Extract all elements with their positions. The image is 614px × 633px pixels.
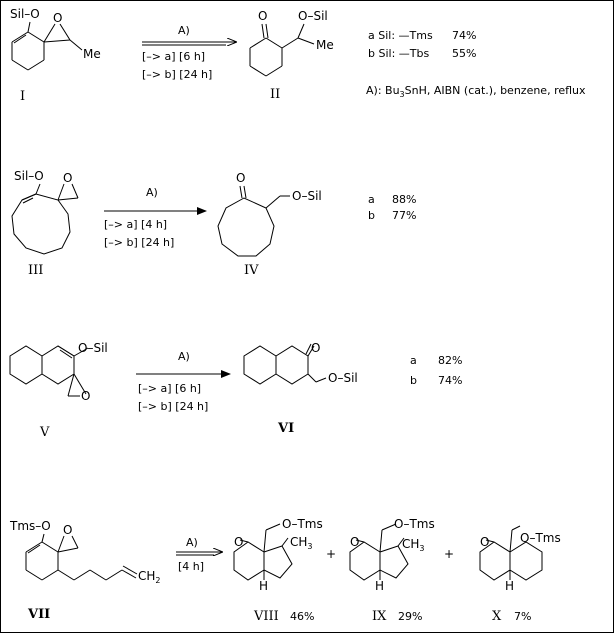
variant-a: a Sil: —Tms [368,29,433,42]
epoxide-oxygen: O [63,171,72,185]
yield-X: 7% [514,610,531,623]
condition: [4 h] [178,560,204,573]
structure-V: O–Sil O V [9,341,108,440]
methyl-label: CH3 [290,535,313,551]
silyl-ether-group: O–Sil [298,9,328,23]
arrow-4: A) [4 h] [176,536,222,573]
yield-b: 74% [438,374,462,387]
reaction-3: O–Sil O V A) [–> a] [6 h] [–> b] [24 h] … [9,341,462,440]
variant-b: b Sil: —Tbs [368,47,429,60]
yield-a: 88% [392,193,416,206]
ring-hydrogen: H [375,579,384,593]
silyl-ether-group: O–Tms [394,517,435,531]
silyl-ether-group: Sil–O [14,169,44,183]
condition-b: [–> b] [24 h] [104,236,174,249]
structure-X: O O–Tms H X 7% [479,525,561,624]
ketone-oxygen: O [258,9,267,23]
yield-a: 82% [438,354,462,367]
yield-table-3: a 82% b 74% [410,354,462,387]
compound-label-V: V [39,425,50,440]
compound-label-VII: VII [27,607,50,622]
yield-table-2: a 88% b 77% [368,193,416,222]
structure-VII: Tms–O O CH2 VII [9,519,161,622]
silyl-ether-group: O–Tms [520,531,561,545]
reaction-1: Sil–O O Me I A) [–> a] [6 h] [–> b] [24 … [10,7,586,104]
epoxide-oxygen: O [53,11,62,25]
ketone-oxygen: O [311,341,320,355]
silyl-ether-group: O–Sil [292,189,322,203]
yield-b: 55% [452,47,476,60]
compound-label-VI: VI [277,421,294,436]
reagent-label: A) [186,536,198,549]
yield-b-label: b [410,374,417,387]
silyl-ether-group: O–Tms [282,517,323,531]
reagent-note: A): Bu3SnH, AIBN (cat.), benzene, reflux [366,84,586,99]
ketone-oxygen: O [236,171,245,185]
arrow-2: A) [–> a] [4 h] [–> b] [24 h] [104,186,207,249]
structure-I: Sil–O O Me I [10,7,101,104]
methyl-label: Me [316,38,334,52]
reagent-label: A) [146,186,158,199]
plus-sign: + [326,547,336,561]
ring-hydrogen: H [505,579,514,593]
plus-sign: + [444,547,454,561]
yield-table-1: a Sil: —Tms 74% b Sil: —Tbs 55% A): Bu3S… [366,29,586,99]
silyl-ether-group: Tms–O [9,519,51,533]
ketone-oxygen: O [350,535,359,549]
silyl-ether-group: O–Sil [328,371,358,385]
yield-b: 77% [392,209,416,222]
arrow-3: A) [–> a] [6 h] [–> b] [24 h] [136,350,231,413]
condition-b: [–> b] [24 h] [142,68,212,81]
condition-a: [–> a] [4 h] [104,218,167,231]
reaction-4: Tms–O O CH2 VII A) [9,517,561,624]
compound-label-III: III [28,263,43,278]
structure-IX: O O–Tms CH3 H IX 29% [349,517,435,624]
yield-a-label: a [368,193,375,206]
condition-b: [–> b] [24 h] [138,400,208,413]
condition-a: [–> a] [6 h] [142,50,205,63]
ketone-oxygen: O [234,535,243,549]
epoxide-oxygen: O [63,523,72,537]
reaction-2: Sil–O O III A) [–> a] [4 h] [–> b] [24 h… [11,169,416,278]
silyl-ether-group: Sil–O [10,7,40,21]
reagent-label: A) [178,24,190,37]
compound-label-II: II [270,87,280,102]
structure-III: Sil–O O III [11,169,79,278]
compound-label-IX: IX [372,609,387,624]
yield-a: 74% [452,29,476,42]
compound-label-IV: IV [244,263,259,278]
arrow-1: A) [–> a] [6 h] [–> b] [24 h] [142,24,236,81]
compound-label-VIII: VIII [253,609,279,624]
yield-a-label: a [410,354,417,367]
compound-label-X: X [492,609,502,624]
methyl-label: Me [83,47,101,61]
yield-VIII: 46% [290,610,314,623]
structure-VIII: O O–Tms CH3 H VIII 46% [233,517,323,624]
epoxide-oxygen: O [81,389,90,403]
silyl-ether-group: O–Sil [78,341,108,355]
structure-VI: O O–Sil VI [243,341,358,436]
structure-II: O O–Sil Me II [249,9,334,102]
methyl-label: CH3 [402,537,425,553]
yield-IX: 29% [398,610,422,623]
structure-IV: O O–Sil IV [217,171,322,278]
reagent-label: A) [178,350,190,363]
ring-hydrogen: H [259,579,268,593]
ketone-oxygen: O [480,535,489,549]
compound-label-I: I [20,89,25,104]
alkene-terminus: CH2 [138,569,161,585]
condition-a: [–> a] [6 h] [138,382,201,395]
yield-b-label: b [368,209,375,222]
